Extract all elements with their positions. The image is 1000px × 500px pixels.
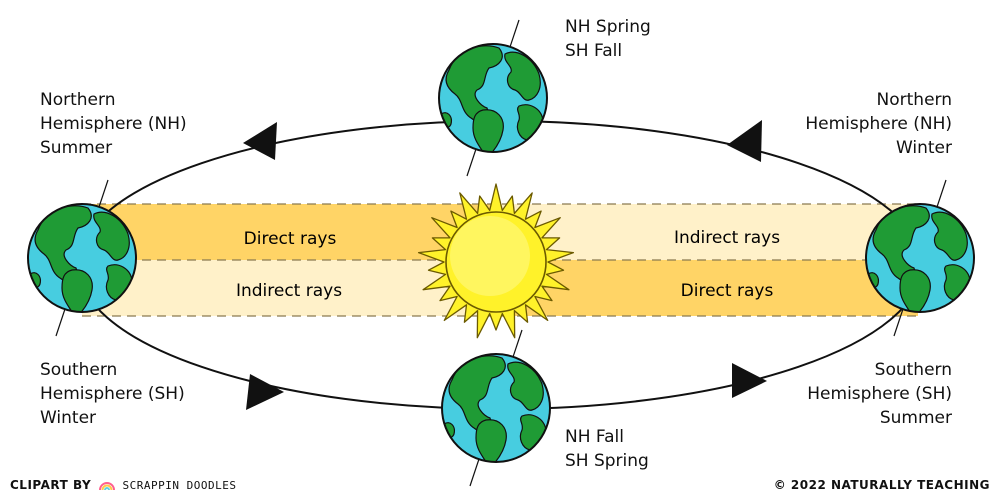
- earth-icon: [442, 329, 550, 487]
- orbit-arrow-icon: [732, 363, 767, 398]
- earth-icon: [439, 19, 547, 177]
- clipart-credit: CLIPART BY SCRAPPIN DOODLES: [10, 478, 237, 492]
- ray-label-right-upper: Indirect rays: [674, 228, 780, 248]
- rainbow-icon: [98, 482, 115, 491]
- clipart-prefix: CLIPART BY: [10, 478, 92, 492]
- sun-highlight: [450, 216, 530, 296]
- label-right-bottom: Southern Hemisphere (SH) Summer: [807, 360, 952, 428]
- orbit-arrow-icon: [727, 120, 762, 162]
- ray-label-left-lower: Indirect rays: [236, 281, 342, 301]
- orbit-arrow-icon: [246, 374, 284, 410]
- label-left-bottom: Southern Hemisphere (SH) Winter: [40, 360, 185, 428]
- earth-globe: [442, 354, 550, 468]
- clipart-brand: SCRAPPIN DOODLES: [122, 479, 237, 492]
- orbit-arrow-icon: [243, 122, 277, 160]
- earth-icon: [28, 179, 136, 337]
- label-bottom-earth: NH Fall SH Spring: [565, 427, 649, 471]
- ray-labels: Direct rays Indirect rays Indirect rays …: [236, 228, 780, 301]
- earth-icon: [866, 179, 974, 337]
- label-left-top: Northern Hemisphere (NH) Summer: [40, 90, 187, 158]
- copyright: © 2022 NATURALLY TEACHING: [773, 478, 990, 492]
- ray-label-right-lower: Direct rays: [681, 281, 774, 301]
- earth-globe: [439, 44, 547, 158]
- ray-label-left-upper: Direct rays: [244, 229, 337, 249]
- sun-icon: [417, 183, 575, 339]
- label-top-earth: NH Spring SH Fall: [565, 17, 651, 61]
- direct-band-right: [500, 260, 918, 316]
- label-right-top: Northern Hemisphere (NH) Winter: [805, 90, 952, 158]
- earths: [28, 19, 974, 487]
- indirect-band-right: [500, 204, 918, 260]
